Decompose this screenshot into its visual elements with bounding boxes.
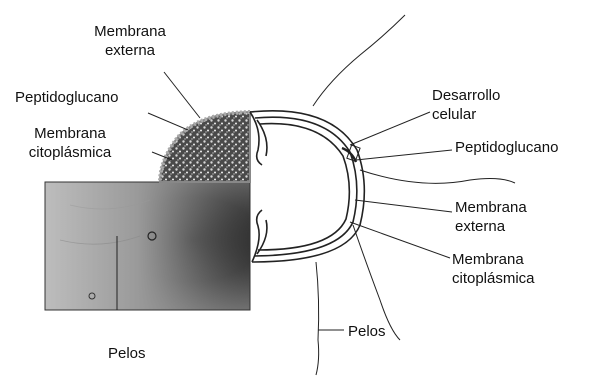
granular-cell-half (160, 112, 250, 182)
cell-envelope (250, 111, 364, 262)
label-line: citoplásmica (452, 269, 535, 288)
label-pelos-center: Pelos (348, 322, 386, 341)
label-line: externa (455, 217, 527, 236)
label-line: Membrana (452, 250, 535, 269)
label-peptidoglucano-right: Peptidoglucano (455, 138, 558, 157)
label-line: externa (85, 41, 175, 60)
label-peptidoglucano-left: Peptidoglucano (15, 88, 118, 107)
label-line: Membrana (85, 22, 175, 41)
label-line: Membrana (10, 124, 130, 143)
label-line: Desarrollo (432, 86, 500, 105)
label-desarrollo-celular: Desarrollo celular (432, 86, 500, 124)
label-line: Membrana (455, 198, 527, 217)
label-line: citoplásmica (10, 143, 130, 162)
micrograph-panel (45, 182, 250, 310)
label-membrana-citoplasmica-right: Membrana citoplásmica (452, 250, 535, 288)
pili (313, 15, 515, 375)
label-membrana-citoplasmica-left: Membrana citoplásmica (10, 124, 130, 162)
label-pelos-left: Pelos (108, 344, 146, 363)
label-membrana-externa-left: Membrana externa (85, 22, 175, 60)
label-line: celular (432, 105, 500, 124)
label-membrana-externa-right: Membrana externa (455, 198, 527, 236)
